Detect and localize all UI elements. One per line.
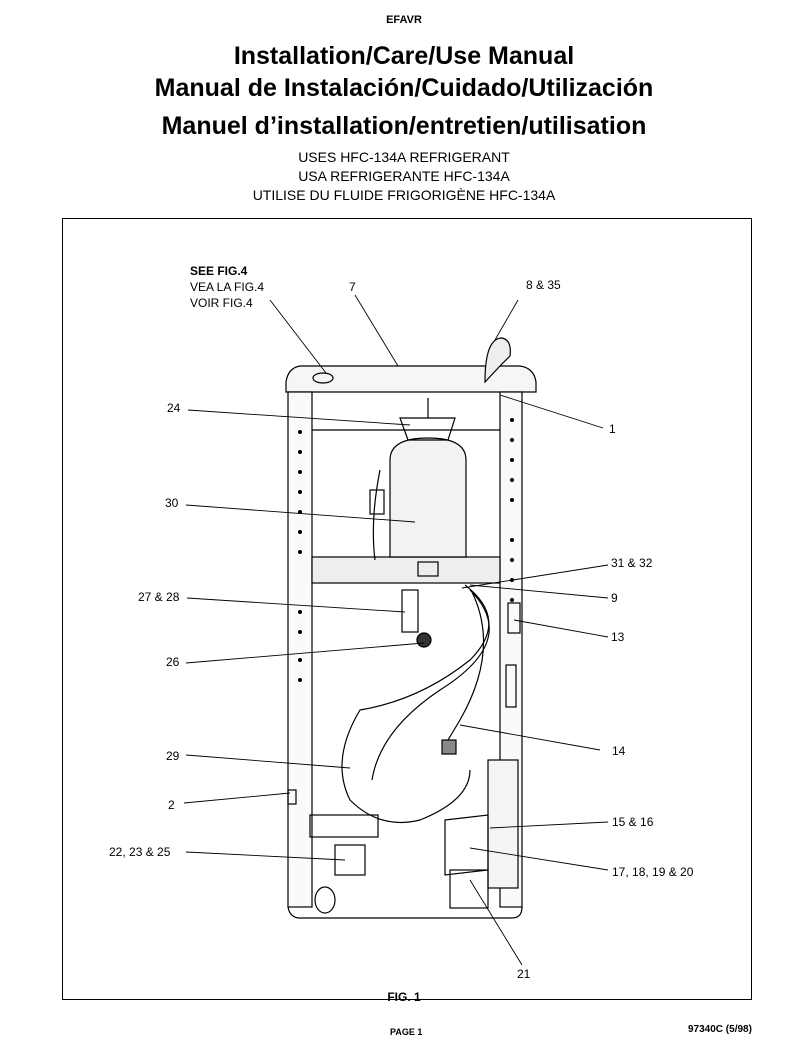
title-french: Manuel d’installation/entretien/utilisat… [161, 112, 647, 140]
callout-26: 26 [166, 655, 180, 669]
callout-8-35: 8 & 35 [526, 278, 561, 292]
title-english: Installation/Care/Use Manual [233, 42, 575, 70]
callout-13: 13 [611, 630, 625, 644]
model-number: EFAVR [386, 14, 422, 26]
callout-17-18-19-20: 17, 18, 19 & 20 [612, 865, 694, 879]
callout-9: 9 [611, 591, 618, 605]
page-number: PAGE 1 [390, 1027, 423, 1037]
callout-1: 1 [609, 422, 616, 436]
callout-29: 29 [166, 749, 180, 763]
callout-21: 21 [517, 967, 531, 981]
refrigerant-english: USES HFC-134A REFRIGERANT [298, 149, 510, 165]
callout-24: 24 [167, 401, 181, 415]
callout-27-28: 27 & 28 [138, 590, 180, 604]
document-code: 97340C (5/98) [688, 1024, 752, 1035]
figure-frame [62, 218, 752, 1000]
see-fig-4-english: SEE FIG.4 [190, 264, 248, 278]
refrigerant-spanish: USA REFRIGERANTE HFC-134A [298, 168, 510, 184]
see-fig-4-french: VOIR FIG.4 [190, 296, 253, 310]
refrigerant-french: UTILISE DU FLUIDE FRIGORIGÈNE HFC-134A [252, 187, 556, 203]
figure-caption: FIG. 1 [387, 990, 421, 1004]
callout-15-16: 15 & 16 [612, 815, 654, 829]
callout-22-23-25: 22, 23 & 25 [109, 845, 171, 859]
callout-2: 2 [168, 798, 175, 812]
callout-31-32: 31 & 32 [611, 556, 653, 570]
callout-30: 30 [165, 496, 179, 510]
callout-14: 14 [612, 744, 626, 758]
title-spanish: Manual de Instalación/Cuidado/Utilizació… [154, 74, 654, 102]
callout-7: 7 [349, 280, 356, 294]
see-fig-4-spanish: VEA LA FIG.4 [190, 280, 265, 294]
